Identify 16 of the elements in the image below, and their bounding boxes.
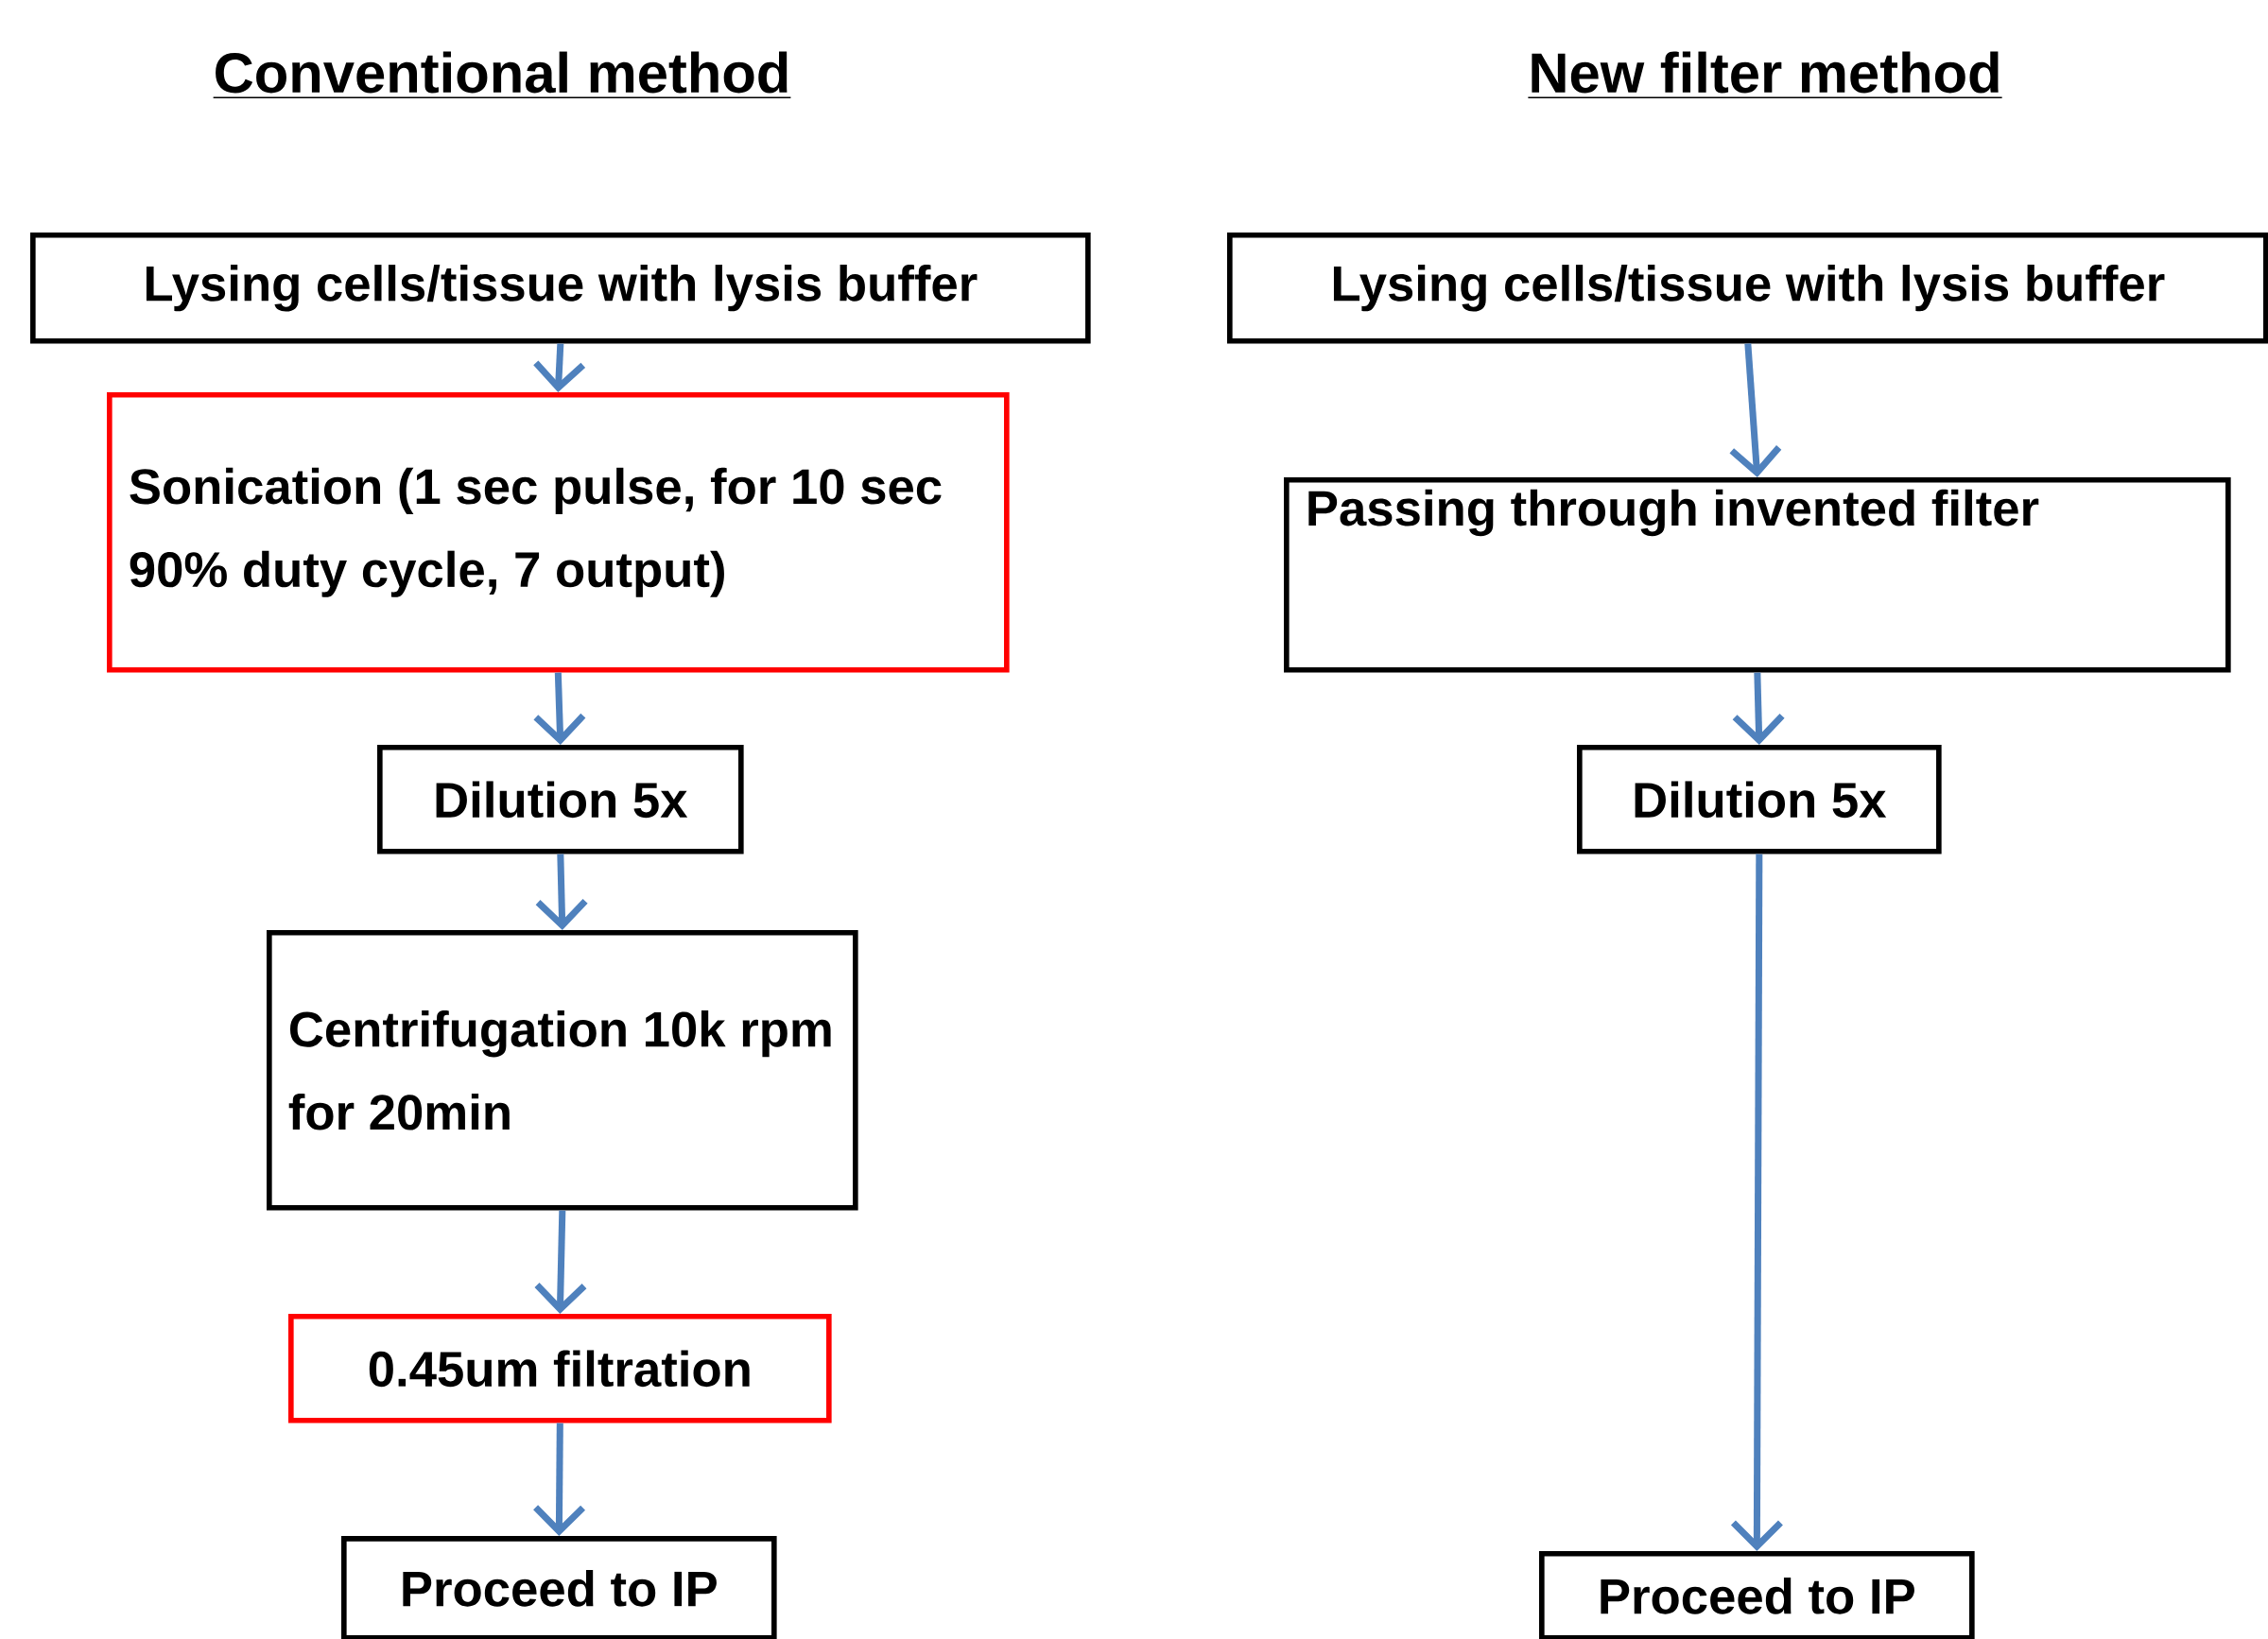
process-box: Dilution 5x	[377, 745, 744, 854]
arrow	[1729, 343, 1782, 477]
process-box: Centrifugation 10k rpm for 20min	[267, 930, 858, 1211]
process-box: Lysing cells/tissue with lysis buffer	[1227, 233, 2268, 344]
heading: Conventional method	[212, 51, 792, 99]
process-box: Sonication (1 sec pulse, for 10 sec 90% duty cycle, 7 output)	[107, 392, 1010, 673]
arrow	[1730, 854, 1783, 1551]
process-box: Proceed to IP	[341, 1536, 777, 1639]
process-box: Proceed to IP	[1539, 1551, 1975, 1639]
arrow	[533, 1423, 586, 1536]
arrow	[534, 1210, 587, 1314]
process-box: Lysing cells/tissue with lysis buffer	[30, 233, 1091, 344]
process-box: Passing through invented filter	[1284, 477, 2231, 673]
heading: New filter method	[1527, 51, 2003, 99]
process-box: 0.45um filtration	[288, 1314, 832, 1423]
process-box: Dilution 5x	[1577, 745, 1942, 854]
